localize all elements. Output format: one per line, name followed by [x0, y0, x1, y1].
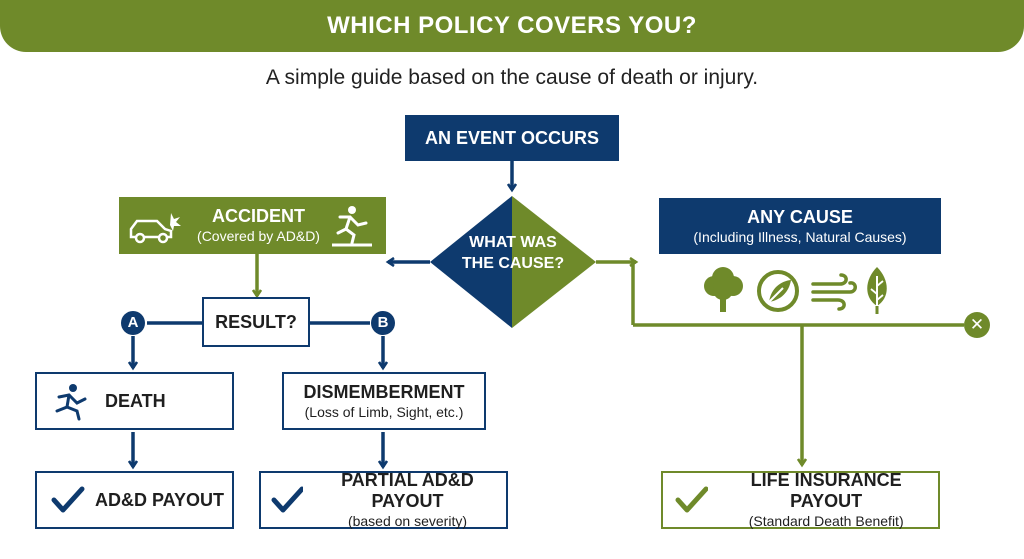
header-banner: WHICH POLICY COVERS YOU?	[0, 0, 1024, 52]
life-payout-label: LIFE INSURANCE PAYOUT	[750, 470, 902, 511]
life-payout-sublabel: (Standard Death Benefit)	[748, 513, 904, 529]
checkmark-icon	[675, 486, 709, 513]
life-payout-text: LIFE INSURANCE PAYOUT (Standard Death Be…	[714, 470, 938, 530]
dismemberment-label: DISMEMBERMENT	[303, 381, 465, 402]
subtitle: A simple guide based on the cause of dea…	[265, 66, 759, 89]
leaf-circle-icon	[757, 270, 799, 312]
add-payout-label: AD&D PAYOUT	[95, 489, 225, 510]
page-title: WHICH POLICY COVERS YOU?	[327, 12, 697, 39]
decision-line-2: THE CAUSE?	[461, 255, 565, 272]
death-box: DEATH	[35, 372, 234, 430]
any-cause-box: ANY CAUSE (Including Illness, Natural Ca…	[659, 198, 941, 254]
decision-diamond-right	[512, 196, 596, 328]
branch-a-marker: A	[121, 311, 145, 335]
event-label: AN EVENT OCCURS	[424, 127, 599, 148]
car-crash-icon	[129, 213, 181, 244]
dismemberment-box: DISMEMBERMENT (Loss of Limb, Sight, etc.…	[282, 372, 486, 430]
event-box: AN EVENT OCCURS	[405, 115, 619, 161]
partial-payout-box: PARTIAL AD&D PAYOUT (based on severity)	[259, 470, 508, 530]
dismemberment-sublabel: (Loss of Limb, Sight, etc.)	[304, 403, 464, 420]
death-label: DEATH	[105, 390, 166, 411]
checkmark-icon	[271, 486, 303, 513]
life-payout-box: LIFE INSURANCE PAYOUT (Standard Death Be…	[661, 470, 940, 530]
wind-icon	[811, 273, 857, 311]
tree-icon	[704, 267, 743, 312]
falling-person-icon	[55, 384, 87, 421]
result-box: RESULT?	[202, 297, 310, 347]
close-circle-icon: ✕	[964, 312, 990, 338]
leaf-icon	[867, 267, 887, 314]
checkmark-icon	[51, 486, 85, 513]
partial-payout-label: PARTIAL AD&D PAYOUT	[341, 470, 474, 511]
accident-label: ACCIDENT	[212, 206, 305, 226]
accident-box: ACCIDENT (Covered by AD&D)	[119, 197, 386, 254]
partial-payout-text: PARTIAL AD&D PAYOUT (based on severity)	[309, 470, 506, 530]
decision-line-1: WHAT WAS	[469, 234, 557, 251]
any-cause-sublabel: (Including Illness, Natural Causes)	[693, 228, 907, 245]
decision-question: WHAT WAS THE CAUSE?	[440, 232, 586, 274]
accident-sublabel: (Covered by AD&D)	[197, 228, 320, 244]
falling-person-icon	[332, 206, 372, 247]
decision-diamond-left	[430, 196, 512, 328]
any-cause-label: ANY CAUSE	[747, 206, 853, 227]
partial-payout-sublabel: (based on severity)	[347, 513, 467, 529]
add-payout-box: AD&D PAYOUT	[35, 471, 234, 529]
result-label: RESULT?	[215, 311, 297, 332]
branch-b-marker: B	[371, 311, 395, 335]
